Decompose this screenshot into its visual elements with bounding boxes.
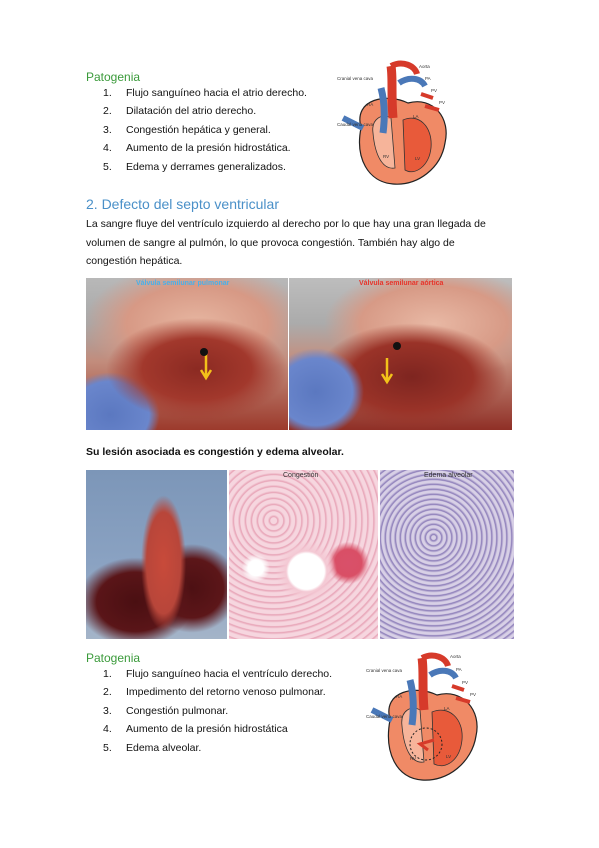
label-pv-2: PV bbox=[439, 100, 445, 105]
patogenia-list-1: 1.Flujo sanguíneo hacia el atrio derecho… bbox=[103, 84, 307, 176]
label-la: LA bbox=[413, 114, 419, 119]
suture-mark bbox=[200, 348, 208, 356]
label-ra: RA bbox=[367, 102, 373, 107]
label-aorta: Aorta bbox=[419, 64, 430, 69]
patogenia-list-2: 1.Flujo sanguíneo hacia el ventrículo de… bbox=[103, 665, 332, 757]
histology-edema: Edema alveolar bbox=[380, 470, 514, 639]
paragraph-line: volumen de sangre al pulmón, lo que prov… bbox=[86, 236, 455, 249]
patogenia-title-2: Patogenia bbox=[86, 651, 141, 665]
valve-photo-pulmonary: Válvula semilunar pulmonar bbox=[86, 278, 288, 430]
list-item: 5.Edema alveolar. bbox=[103, 741, 202, 754]
lung-photo bbox=[86, 470, 227, 639]
heart-diagram-2: Aorta PA PV PV Cranial vena cava Caudal … bbox=[366, 652, 478, 781]
label-aorta: Aorta bbox=[450, 654, 461, 659]
label-ra: RA bbox=[396, 694, 402, 699]
label-lv: LV bbox=[415, 156, 420, 161]
arrow-icon bbox=[199, 354, 213, 381]
label-cranial: Cranial vena cava bbox=[337, 76, 374, 81]
lesion-text: Su lesión asociada es congestión y edema… bbox=[86, 446, 344, 458]
list-item: 1.Flujo sanguíneo hacia el atrio derecho… bbox=[103, 87, 307, 99]
label-pv-2: PV bbox=[470, 692, 476, 697]
label-pv-1: PV bbox=[431, 88, 437, 93]
heart-diagram-1: Aorta PA PV PV Cranial vena cava Caudal … bbox=[337, 60, 447, 185]
list-item: 3.Congestión pulmonar. bbox=[103, 704, 229, 717]
section-paragraph: La sangre fluye del ventrículo izquierdo… bbox=[86, 215, 526, 271]
list-item: 2.Impedimento del retorno venoso pulmona… bbox=[103, 686, 326, 699]
photo-label-pulmonary: Válvula semilunar pulmonar bbox=[136, 280, 230, 287]
list-item: 5.Edema y derrames generalizados. bbox=[103, 160, 286, 173]
arrow-icon bbox=[380, 358, 394, 385]
list-item: 4.Aumento de la presión hidrostática bbox=[103, 723, 288, 736]
list-item: 2.Dilatación del atrio derecho. bbox=[103, 105, 257, 118]
label-cranial: Cranial vena cava bbox=[366, 668, 403, 673]
label-la: LA bbox=[444, 706, 450, 711]
list-item: 3.Congestión hepática y general. bbox=[103, 123, 271, 136]
histo-label-edema: Edema alveolar bbox=[424, 472, 473, 479]
list-item: 4.Aumento de la presión hidrostática. bbox=[103, 142, 291, 155]
label-lv: LV bbox=[446, 754, 451, 759]
valve-photo-aortic: Válvula semilunar aórtica bbox=[289, 278, 512, 430]
label-rv: RV bbox=[410, 756, 416, 761]
histology-congestion: Congestión bbox=[229, 470, 378, 639]
label-pv-1: PV bbox=[462, 680, 468, 685]
photo-label-aortic: Válvula semilunar aórtica bbox=[359, 280, 444, 287]
label-pa: PA bbox=[425, 76, 431, 81]
histo-label-congestion: Congestión bbox=[283, 472, 319, 479]
label-caudal: Caudal vena cava bbox=[337, 122, 374, 127]
section-heading: 2. Defecto del septo ventricular bbox=[86, 196, 279, 212]
label-caudal: Caudal vena cava bbox=[366, 714, 403, 719]
suture-mark bbox=[393, 342, 401, 350]
paragraph-line: La sangre fluye del ventrículo izquierdo… bbox=[86, 218, 486, 230]
paragraph-line: congestión hepática. bbox=[86, 255, 183, 267]
label-rv: RV bbox=[383, 154, 389, 159]
patogenia-title-1: Patogenia bbox=[86, 70, 141, 84]
list-item: 1.Flujo sanguíneo hacia el ventrículo de… bbox=[103, 668, 333, 680]
label-pa: PA bbox=[456, 667, 462, 672]
